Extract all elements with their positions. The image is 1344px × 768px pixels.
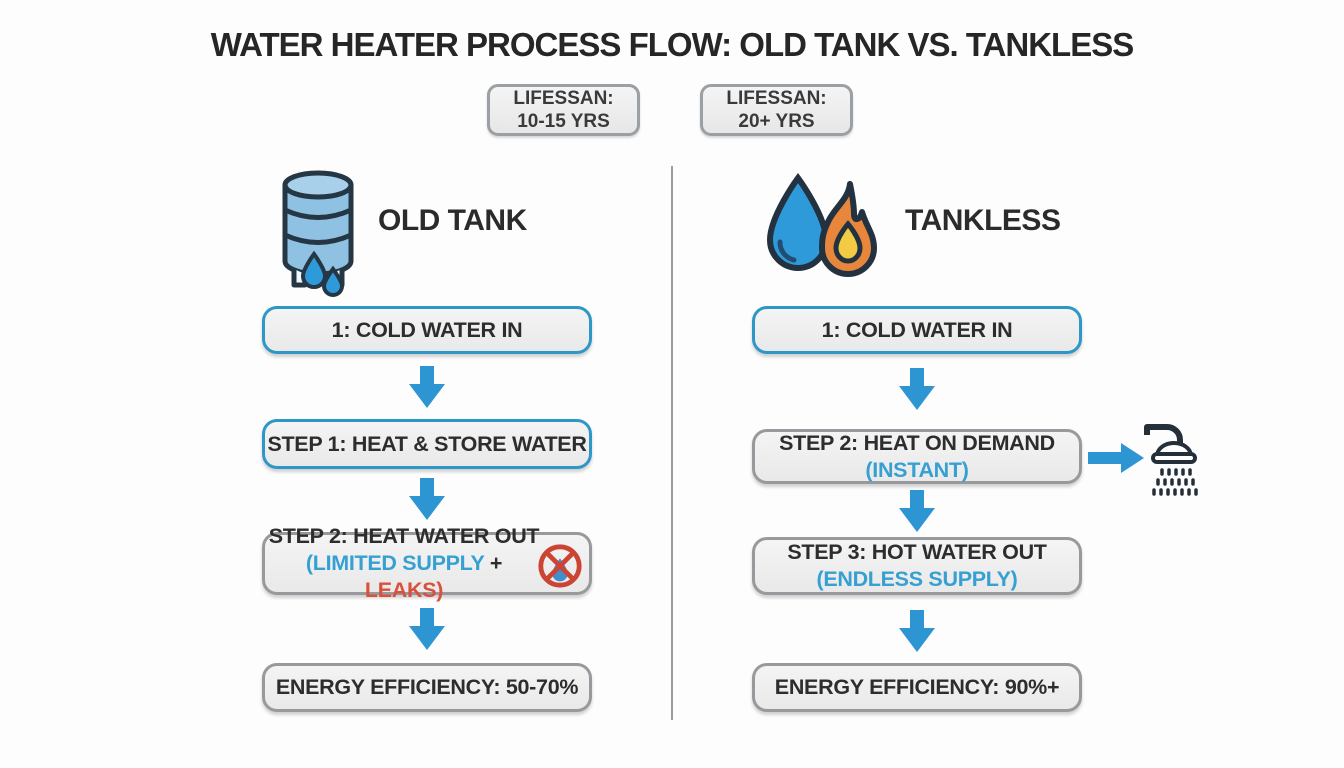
shower-icon bbox=[1144, 424, 1198, 496]
arrow-down-icon bbox=[409, 478, 445, 520]
lifespan-badge-tankless-line1: LIFESSAN: bbox=[726, 87, 827, 109]
arrow-down-icon bbox=[899, 610, 935, 652]
lifespan-badge-old-tank: LIFESSAN: 10-15 YRS bbox=[487, 84, 640, 136]
arrow-down-icon bbox=[409, 608, 445, 650]
drop-flame-icon bbox=[766, 172, 877, 277]
old-step3-subtext: (LIMITED SUPPLY + LEAKS) bbox=[265, 550, 543, 604]
column-divider bbox=[671, 166, 673, 720]
page-title: WATER HEATER PROCESS FLOW: OLD TANK VS. … bbox=[210, 26, 1134, 63]
lifespan-badge-old-line1: LIFESSAN: bbox=[513, 87, 614, 109]
old-step-energy-efficiency: ENERGY EFFICIENCY: 50-70% bbox=[262, 663, 592, 712]
tankless-step2-text: STEP 2: HEAT ON DEMAND bbox=[779, 430, 1055, 455]
tankless-step1-text: 1: COLD WATER IN bbox=[821, 317, 1013, 342]
lifespan-badge-tankless-line2: 20+ YRS bbox=[738, 111, 815, 132]
old-step-cold-water-in: 1: COLD WATER IN bbox=[262, 306, 592, 354]
leaking-water-tank-icon bbox=[282, 170, 354, 297]
tankless-step-heat-on-demand: STEP 2: HEAT ON DEMAND (INSTANT) bbox=[752, 429, 1082, 484]
old-step1-text: 1: COLD WATER IN bbox=[331, 317, 523, 342]
leaks-text: LEAKS) bbox=[364, 577, 444, 602]
lifespan-badge-tankless: LIFESSAN: 20+ YRS bbox=[700, 84, 853, 136]
tankless-step3-text: STEP 3: HOT WATER OUT bbox=[787, 540, 1047, 565]
tankless-label: TANKLESS bbox=[905, 204, 1061, 237]
plus-text: + bbox=[484, 551, 503, 576]
lifespan-badge-old-line2: 10-15 YRS bbox=[517, 111, 610, 132]
arrow-down-icon bbox=[409, 366, 445, 408]
endless-supply-text: (ENDLESS SUPPLY) bbox=[816, 567, 1018, 591]
instant-text: (INSTANT) bbox=[865, 457, 969, 482]
tankless-step4-text: ENERGY EFFICIENCY: 90%+ bbox=[774, 675, 1060, 700]
tankless-step-cold-water-in: 1: COLD WATER IN bbox=[752, 306, 1082, 354]
tankless-step-energy-efficiency: ENERGY EFFICIENCY: 90%+ bbox=[752, 663, 1082, 712]
no-leaks-icon bbox=[538, 544, 582, 588]
arrow-right-icon bbox=[1088, 443, 1144, 473]
old-step-heat-water-out: STEP 2: HEAT WATER OUT (LIMITED SUPPLY +… bbox=[262, 524, 592, 602]
limited-supply-text: (LIMITED SUPPLY bbox=[305, 551, 485, 576]
old-step3-text: STEP 2: HEAT WATER OUT bbox=[268, 524, 540, 549]
arrow-down-icon bbox=[899, 368, 935, 410]
old-tank-label: OLD TANK bbox=[378, 204, 527, 237]
old-step-heat-store: STEP 1: HEAT & STORE WATER bbox=[262, 419, 592, 469]
old-step4-text: ENERGY EFFICIENCY: 50-70% bbox=[275, 675, 579, 700]
tankless-step-hot-water-out: STEP 3: HOT WATER OUT (ENDLESS SUPPLY) bbox=[752, 537, 1082, 595]
arrow-down-icon bbox=[899, 490, 935, 532]
old-step2-text: STEP 1: HEAT & STORE WATER bbox=[267, 431, 587, 456]
